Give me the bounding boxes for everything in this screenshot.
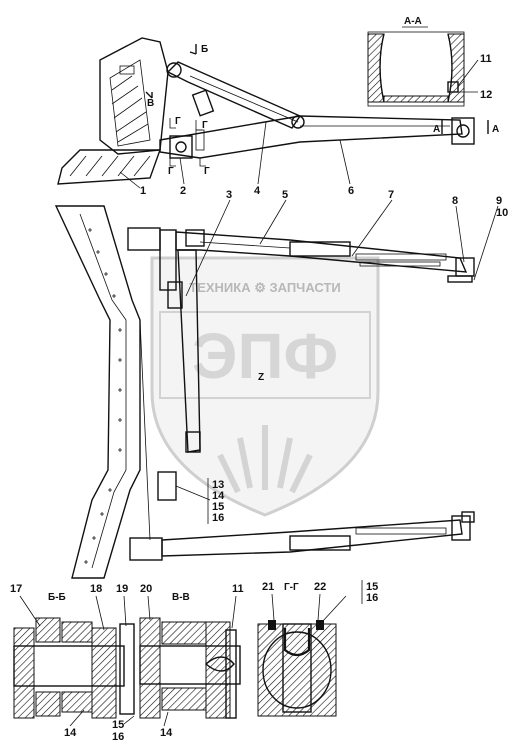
callout-8: 8 bbox=[452, 195, 458, 207]
callout-2: 2 bbox=[180, 185, 186, 197]
callout-19: 19 bbox=[116, 583, 128, 595]
callout-11b: 11 bbox=[232, 583, 244, 595]
cut-mark-a-right: А bbox=[492, 124, 499, 135]
callout-11: 11 bbox=[480, 53, 492, 65]
cut-mark-a-left: А bbox=[433, 124, 440, 135]
section-a-a: А-А bbox=[367, 16, 479, 107]
callout-5: 5 bbox=[282, 189, 288, 201]
callout-15b: 15 bbox=[366, 581, 378, 593]
blade-cutting-edge bbox=[57, 149, 161, 185]
callout-17: 17 bbox=[10, 583, 22, 595]
cut-mark-g-3: Г bbox=[168, 166, 174, 177]
section-b-b: Б-Б bbox=[13, 592, 125, 727]
callout-4: 4 bbox=[254, 185, 261, 197]
watermark-logo-text: ЭПФ bbox=[192, 320, 338, 392]
callout-16c: 16 bbox=[112, 731, 124, 743]
section-a-a-title: А-А bbox=[404, 16, 422, 27]
section-g-g-body bbox=[257, 623, 337, 717]
section-g-g: Г-Г bbox=[257, 582, 347, 717]
callout-16b: 16 bbox=[366, 592, 378, 604]
blade-reinforcement-hatch bbox=[111, 75, 149, 143]
callout-18: 18 bbox=[90, 583, 102, 595]
section-b-b-title: Б-Б bbox=[48, 592, 66, 603]
callout-14b: 14 bbox=[64, 727, 77, 739]
watermark-wheat-icon bbox=[217, 425, 313, 494]
callout-21: 21 bbox=[262, 581, 274, 593]
callout-6: 6 bbox=[348, 185, 354, 197]
callout-15: 15 bbox=[212, 501, 224, 513]
cut-mark-g-1: Г bbox=[175, 116, 181, 127]
callout-14: 14 bbox=[212, 490, 225, 502]
blade-body bbox=[99, 37, 169, 155]
push-beam bbox=[159, 115, 463, 159]
callout-12: 12 bbox=[480, 89, 492, 101]
side-view: А А Б В Г Г Г Г bbox=[57, 37, 499, 189]
callout-9: 9 bbox=[496, 195, 502, 207]
callout-7: 7 bbox=[388, 189, 394, 201]
blade-bolt-row bbox=[84, 228, 122, 564]
callout-10: 10 bbox=[496, 207, 508, 219]
callout-14c: 14 bbox=[160, 727, 173, 739]
cut-mark-g-2: Г bbox=[202, 120, 208, 131]
watermark-logo-box bbox=[159, 311, 371, 399]
view-mark: Z bbox=[258, 372, 264, 383]
callout-1: 1 bbox=[140, 185, 146, 197]
cut-mark-b-top: Б bbox=[201, 44, 208, 55]
cut-mark-v-left: В bbox=[147, 98, 154, 109]
section-v-v: В-В bbox=[119, 592, 241, 727]
callout-16: 16 bbox=[212, 512, 224, 524]
cut-mark-g-4: Г bbox=[204, 166, 210, 177]
section-g-g-title: Г-Г bbox=[284, 582, 299, 593]
callout-20: 20 bbox=[140, 583, 152, 595]
section-v-v-title: В-В bbox=[172, 592, 190, 603]
blade-plan bbox=[54, 205, 141, 579]
callout-3: 3 bbox=[226, 189, 232, 201]
watermark-shield bbox=[150, 256, 380, 517]
plan-view bbox=[54, 199, 499, 579]
push-arm-lower bbox=[161, 519, 463, 557]
watermark-top-text: ТЕХНИКА ⚙ ЗАПЧАСТИ bbox=[189, 280, 340, 295]
callout-22: 22 bbox=[314, 581, 326, 593]
watermark: ТЕХНИКА ⚙ ЗАПЧАСТИ ЭПФ bbox=[150, 256, 380, 517]
callout-13: 13 bbox=[212, 479, 224, 491]
callout-15c: 15 bbox=[112, 719, 124, 731]
